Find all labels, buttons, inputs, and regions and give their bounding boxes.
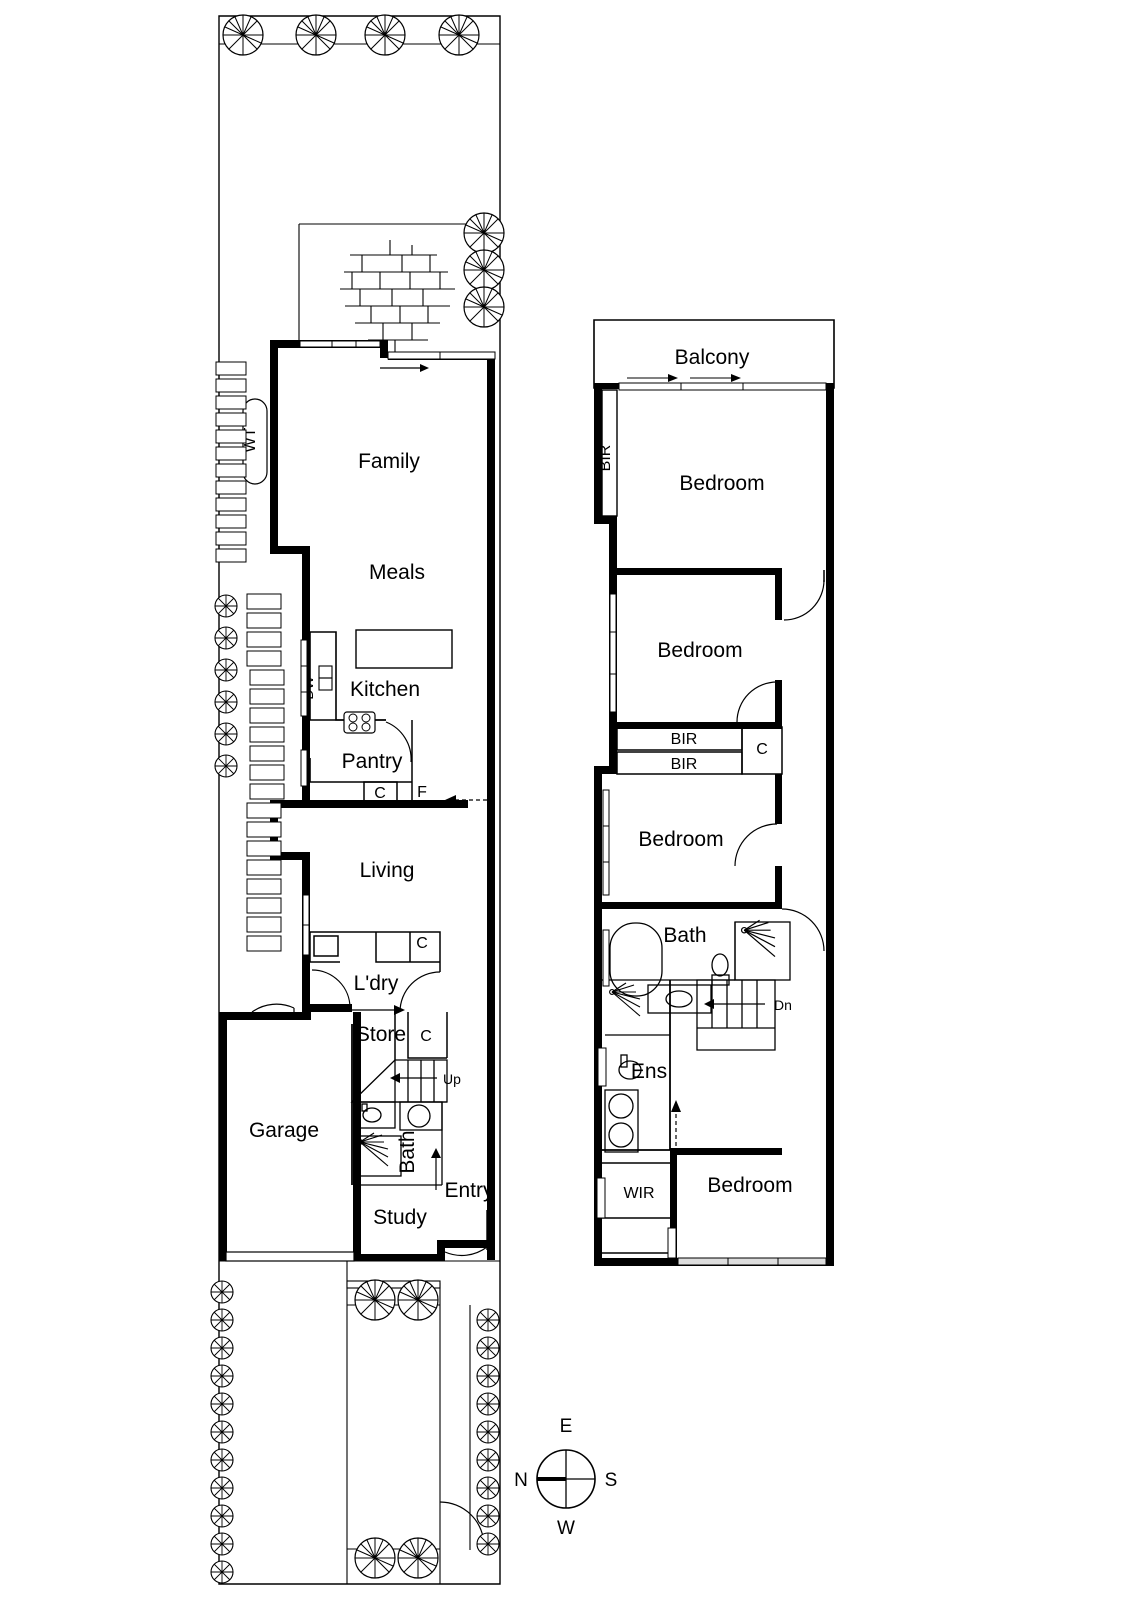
cupboard-store-label: C xyxy=(420,1028,432,1045)
pantry-joinery xyxy=(363,720,413,803)
entry-door[interactable] xyxy=(444,1210,488,1256)
room-label-ldry: L'dry xyxy=(354,972,399,995)
bedroom3-window xyxy=(602,789,610,896)
room-label-entry: Entry xyxy=(444,1179,494,1202)
store-joinery xyxy=(394,1012,448,1060)
bir-upper-label: BIR xyxy=(671,731,698,748)
bedroom4-window xyxy=(677,1257,827,1266)
room-label-bedroom-3: Bedroom xyxy=(638,828,723,851)
room-label-ens: Ens xyxy=(631,1060,667,1083)
window-kitchen xyxy=(300,639,308,717)
kitchen-island xyxy=(355,629,453,669)
laundry-joinery xyxy=(309,931,441,972)
paving-pattern xyxy=(340,240,455,355)
direction-arrow-living xyxy=(445,795,495,805)
fridge-label: F xyxy=(417,784,427,801)
balcony-sliding-door[interactable] xyxy=(618,374,827,391)
bir-bedroom1 xyxy=(601,389,618,517)
room-label-meals: Meals xyxy=(369,561,425,584)
bedroom3-walls xyxy=(602,774,782,909)
sliding-door-family[interactable] xyxy=(380,351,496,372)
bedroom2-window xyxy=(609,593,617,713)
room-label-garage: Garage xyxy=(249,1119,319,1142)
room-label-family: Family xyxy=(358,450,420,473)
ensuite-fixtures xyxy=(604,1034,670,1153)
bedroom3-door[interactable] xyxy=(734,823,825,952)
cupboard-pantry-label: C xyxy=(374,785,386,802)
room-label-bedroom-1: Bedroom xyxy=(679,472,764,495)
stairs-down-arrow xyxy=(704,999,765,1009)
window-living xyxy=(302,894,310,956)
room-label-pantry: Pantry xyxy=(342,750,403,773)
stairs-up-arrow xyxy=(390,1073,437,1083)
room-label-bedroom-2: Bedroom xyxy=(657,639,742,662)
direction-arrow-store xyxy=(352,1005,405,1015)
bedroom2-door[interactable] xyxy=(736,570,825,723)
compass-rose: E N S W xyxy=(514,1416,617,1539)
ensuite-window xyxy=(597,1047,607,1087)
landscape-trees-courtyard xyxy=(463,212,505,328)
hedge-east xyxy=(476,1308,500,1556)
ensuite-walls xyxy=(602,980,671,1151)
dishwasher-symbol xyxy=(318,665,333,691)
bir-cupboards xyxy=(616,726,783,775)
room-label-living: Living xyxy=(360,859,415,882)
paver-path-upper xyxy=(215,361,247,563)
front-garden-trees xyxy=(354,1279,439,1579)
bir-lower-label: BIR xyxy=(671,756,698,773)
ground-floor-plan: WT xyxy=(210,14,505,1585)
room-label-balcony: Balcony xyxy=(675,346,750,369)
compass-label-west: W xyxy=(557,1518,575,1539)
laundry-doors[interactable] xyxy=(251,969,441,1013)
landscape-trees-rear xyxy=(219,14,500,56)
bir-bedroom1-label: BIR xyxy=(597,445,614,472)
wir-label: WIR xyxy=(623,1185,654,1202)
compass-label-north: N xyxy=(514,1470,528,1491)
wir-joinery xyxy=(602,1162,670,1254)
pantry-door[interactable] xyxy=(385,721,412,763)
bath-window xyxy=(602,929,610,987)
bedroom4-side-window xyxy=(667,1227,677,1259)
front-yard-window xyxy=(346,1280,441,1289)
stairs-up-label: Up xyxy=(443,1071,461,1087)
cooktop xyxy=(343,711,376,734)
ground-shower-icon xyxy=(357,1132,389,1167)
cupboard-hall-label: C xyxy=(756,741,768,758)
room-label-bedroom-4: Bedroom xyxy=(707,1174,792,1197)
ground-bath-fixtures xyxy=(354,1101,443,1186)
paver-path-lower xyxy=(246,593,285,952)
stairs-down xyxy=(696,979,776,1051)
stairs-down-label: Dn xyxy=(774,997,792,1013)
hedge-west xyxy=(210,1280,234,1584)
window-rear-family xyxy=(299,340,381,348)
compass-label-east: E xyxy=(560,1416,573,1437)
ensuite-shower-icon xyxy=(609,982,641,1017)
first-floor-plan: BIR BIR BIR C xyxy=(593,319,835,1266)
room-label-store: Store xyxy=(356,1023,406,1046)
cupboard-laundry-label: C xyxy=(416,935,428,952)
wir-window xyxy=(596,1177,606,1219)
firstfloor-bath-shower-icon xyxy=(740,919,776,958)
bedroom4-walls xyxy=(670,1148,782,1266)
window-pantry xyxy=(300,749,308,787)
room-label-study: Study xyxy=(373,1206,427,1229)
room-label-bath-first: Bath xyxy=(663,924,706,947)
ground-bath-door-arrow xyxy=(431,1148,441,1190)
bedroom2-walls xyxy=(609,568,782,729)
driveway-entry-door xyxy=(439,1501,485,1547)
room-label-bath-ground: Bath xyxy=(396,1130,419,1173)
first-floor-walls xyxy=(594,383,834,1266)
garage-door[interactable] xyxy=(225,1251,355,1262)
compass-label-south: S xyxy=(605,1470,618,1491)
room-label-kitchen: Kitchen xyxy=(350,678,420,701)
